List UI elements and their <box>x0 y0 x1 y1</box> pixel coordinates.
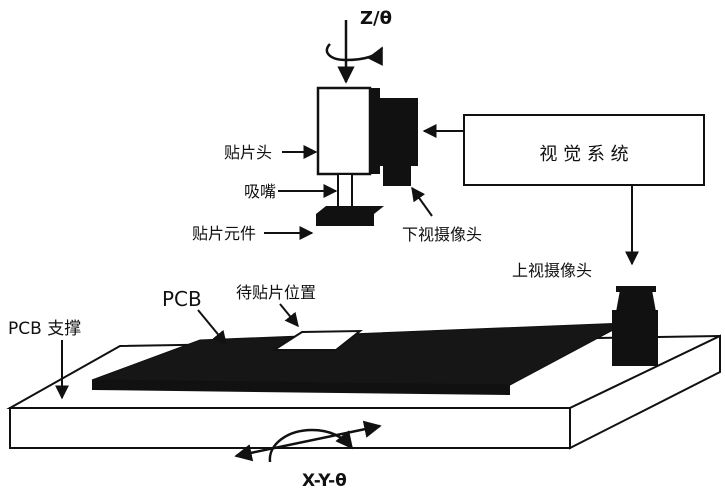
label-component: 贴片元件 <box>192 224 256 243</box>
leader-lines <box>55 145 433 400</box>
label-vision-system: 视 觉 系 统 <box>539 144 628 165</box>
label-z-theta: Z/θ <box>360 8 392 29</box>
component <box>316 206 384 226</box>
label-xy-theta: X-Y-θ <box>302 471 347 491</box>
placement-head <box>316 86 380 176</box>
vision-system-box <box>463 114 705 186</box>
up-camera <box>612 286 658 366</box>
connectors <box>422 124 639 266</box>
label-nozzle: 吸嘴 <box>244 182 276 201</box>
label-up-camera: 上视摄像头 <box>512 261 592 280</box>
label-placement-position: 待贴片位置 <box>236 283 316 302</box>
placement-position-window <box>270 329 363 351</box>
xy-theta-motion <box>234 420 382 463</box>
down-camera <box>380 98 418 186</box>
label-down-camera: 下视摄像头 <box>402 225 482 244</box>
label-pcb: PCB <box>162 287 202 311</box>
pcb-board <box>91 322 627 395</box>
label-pcb-support: PCB 支撑 <box>8 319 81 339</box>
z-theta-motion <box>325 20 384 84</box>
label-placement-head: 贴片头 <box>224 143 272 162</box>
